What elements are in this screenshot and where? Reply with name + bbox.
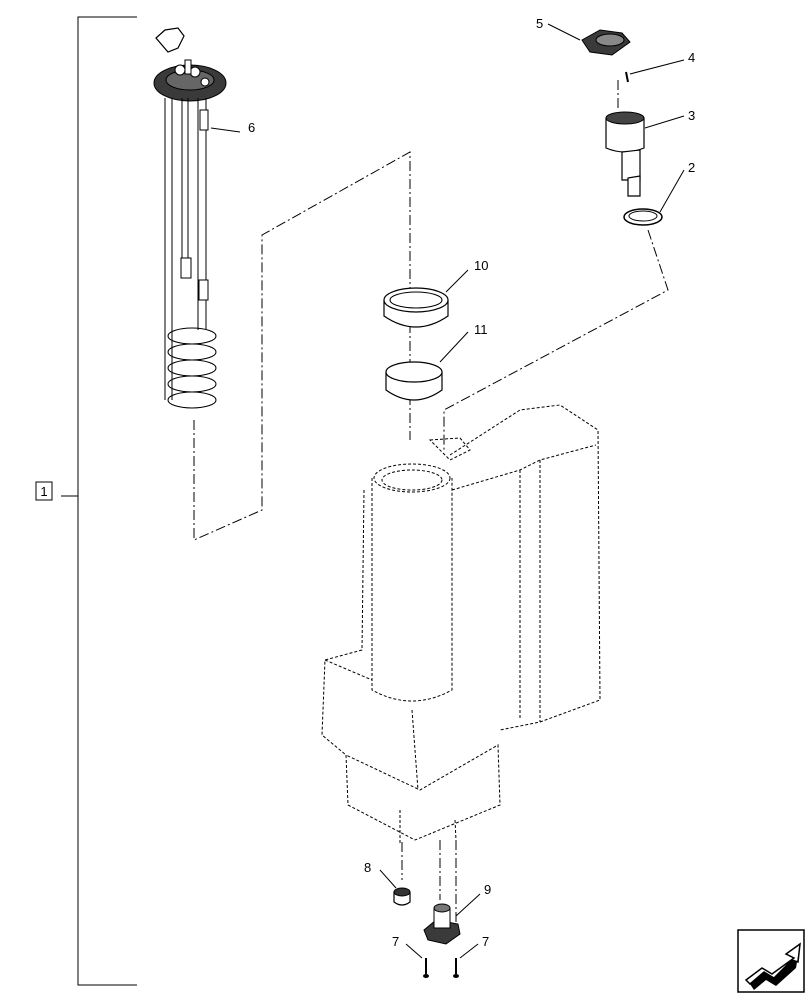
callout-4: 4 [688,50,695,65]
plug-part-8: 8 [364,860,411,906]
callout-8: 8 [364,860,371,875]
drain-part-9: 9 [423,882,491,945]
callout-7b: 7 [482,934,489,949]
callout-7a: 7 [392,934,399,949]
screw-right-part-7: 7 [453,934,489,978]
tank-phantom [321,404,601,845]
callout-10: 10 [474,258,488,273]
callout-1: 1 [40,484,47,499]
sender-unit-part-6: 6 [153,27,255,409]
sender-leader-line [193,151,411,541]
assembly-callout-box [35,481,53,501]
callout-3: 3 [688,108,695,123]
callout-5: 5 [536,16,543,31]
ring-part-2: 2 [623,160,695,226]
cap-part-5: 5 [536,16,631,56]
arrow-icon[interactable] [737,929,805,993]
pin-part-4: 4 [625,50,695,83]
assembly-bracket: 1 [35,16,137,986]
ring-part-10: 10 [383,258,488,328]
callout-2: 2 [688,160,695,175]
filler-neck-part-3: 3 [605,108,695,197]
callout-9: 9 [484,882,491,897]
filler-leader-line [443,229,669,450]
callout-6: 6 [248,120,255,135]
seal-part-11: 11 [385,322,488,401]
callout-11: 11 [474,322,488,337]
screw-left-part-7: 7 [392,934,429,978]
